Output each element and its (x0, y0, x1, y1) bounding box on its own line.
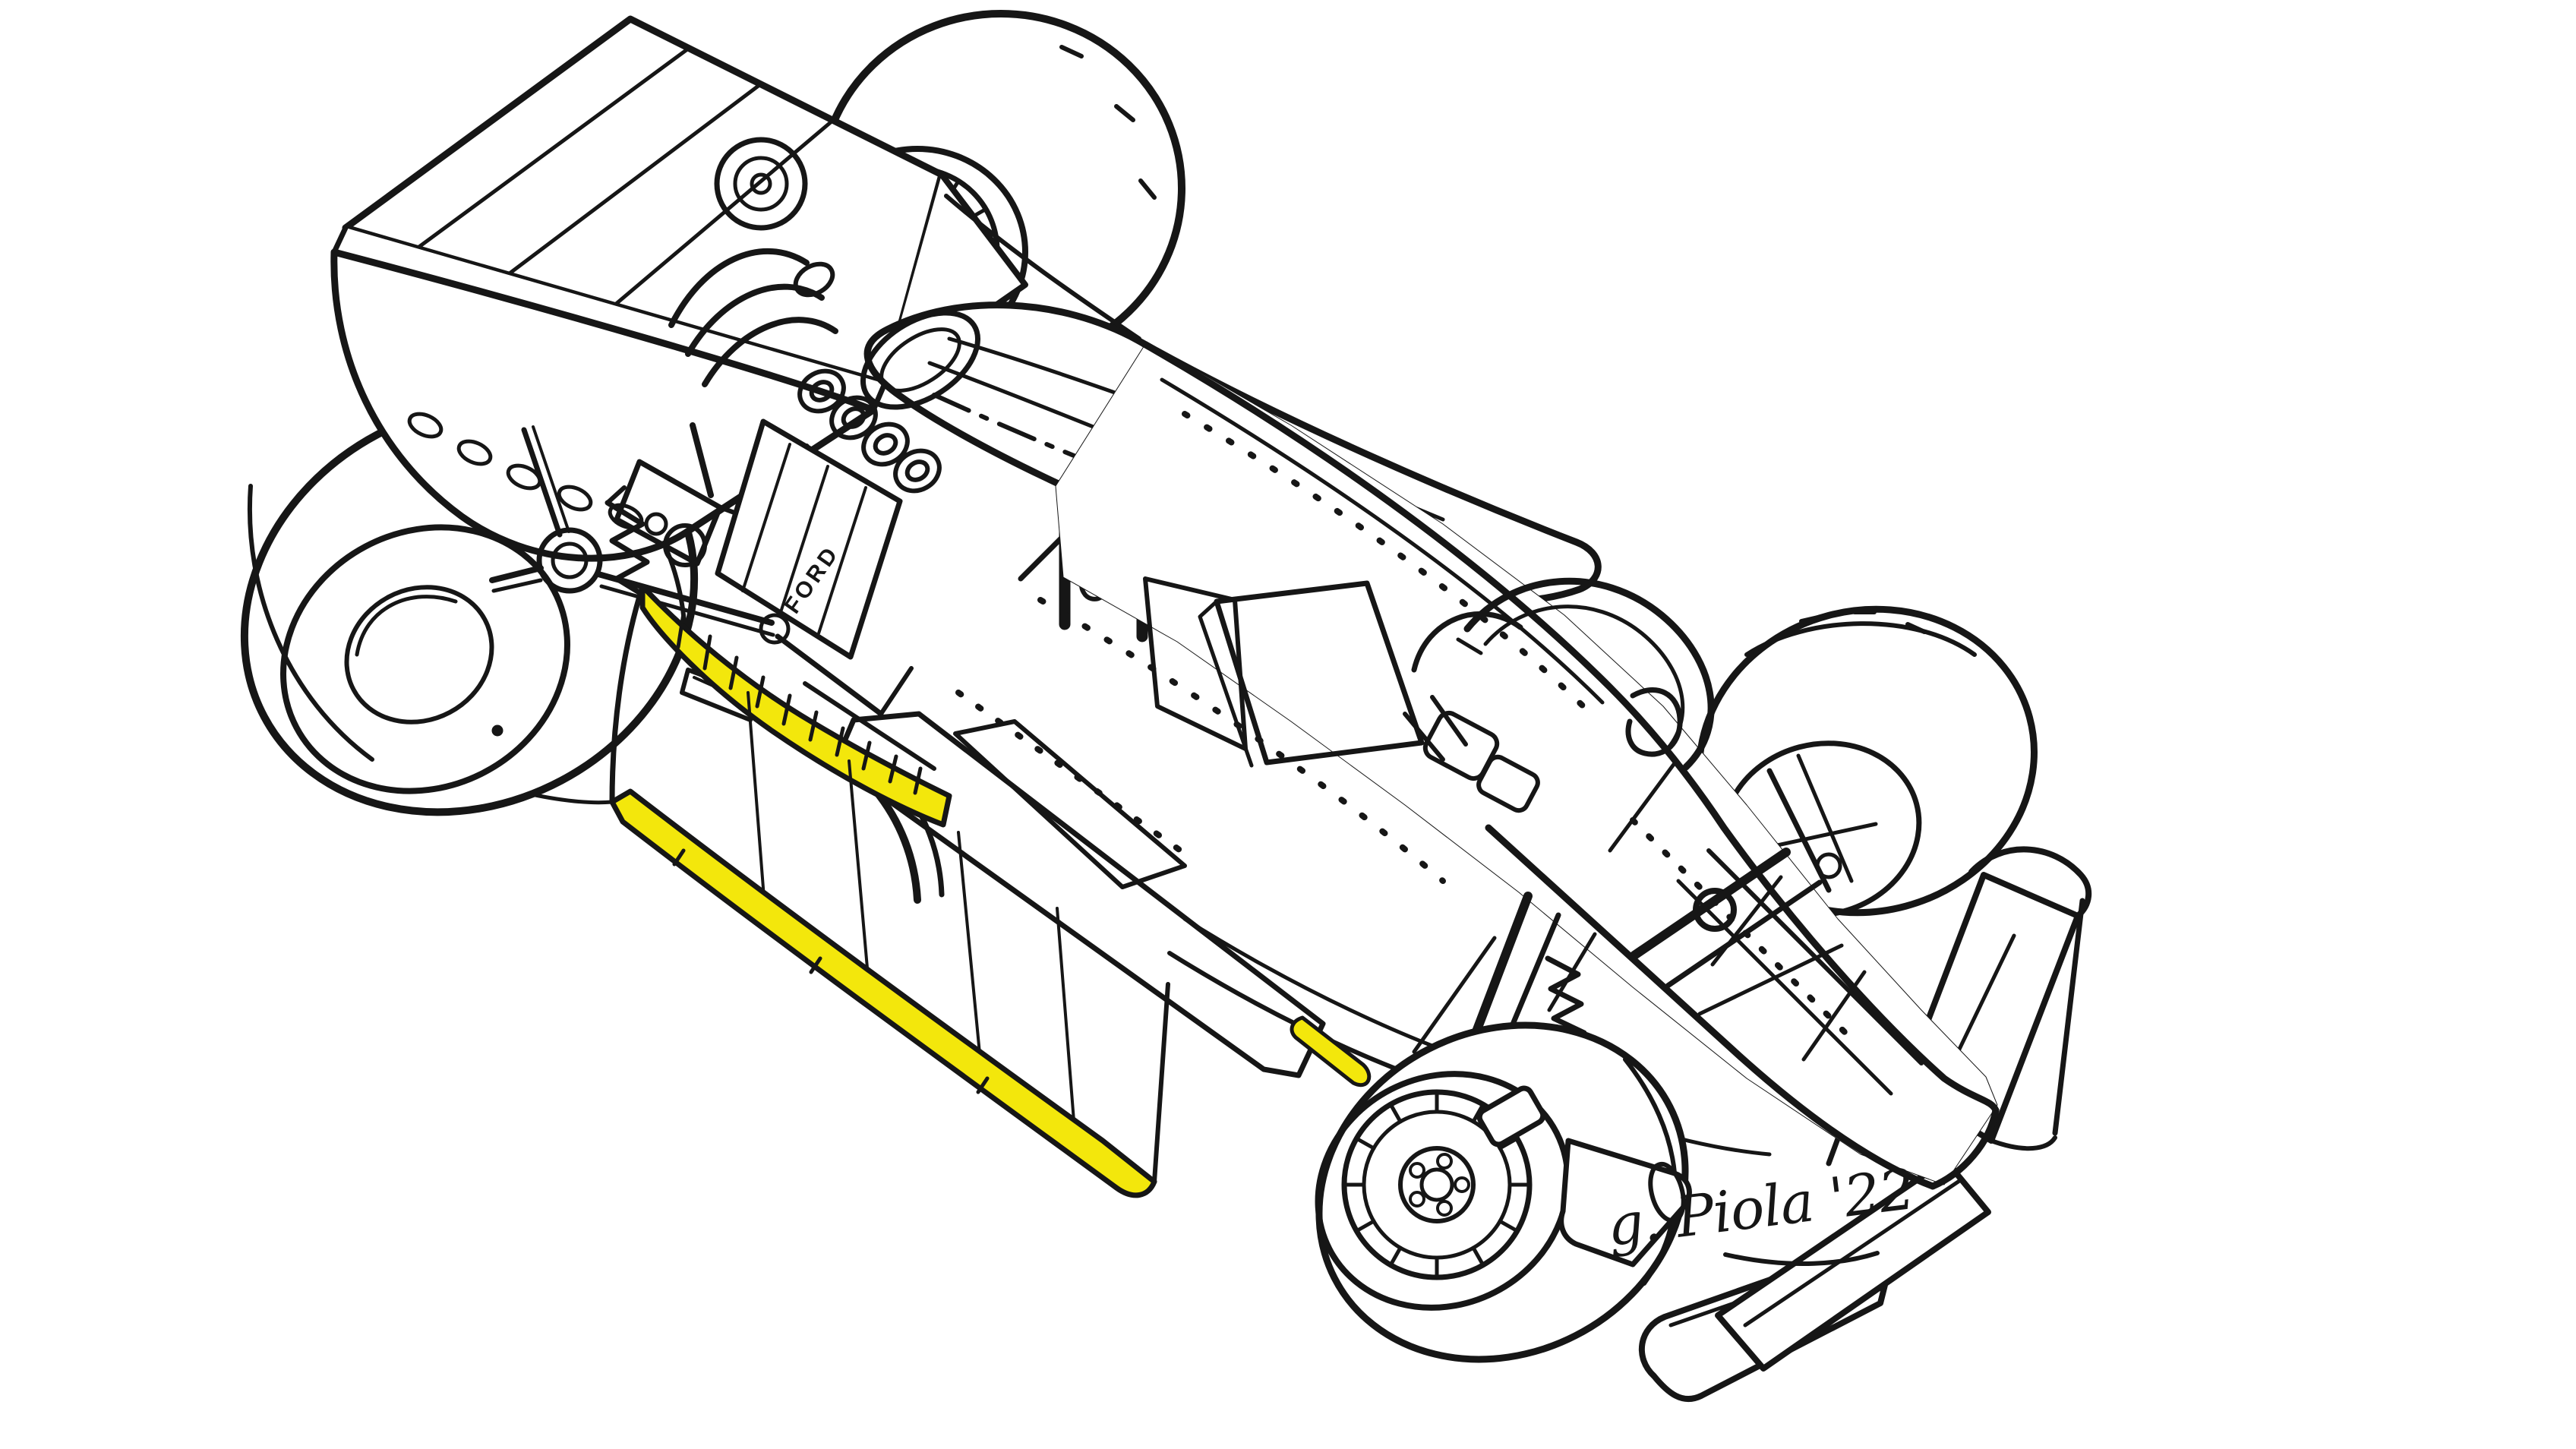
side-panel-seams (747, 691, 1075, 1122)
cockpit (1403, 577, 1715, 813)
brake-disc (1341, 1085, 1546, 1280)
rivet-row (1037, 597, 1446, 884)
tread-dashes (1799, 610, 1927, 634)
radiator-panel (1198, 580, 1425, 768)
coil-spring (1545, 955, 1587, 1036)
rocker-arm (1630, 848, 1791, 960)
side-panel-rear-edge (1152, 982, 1170, 1184)
driveshaft (595, 571, 775, 626)
brake-caliper (1476, 1085, 1546, 1148)
cockpit-coaming (1463, 577, 1715, 771)
nose-tip-underside (1485, 824, 2000, 1190)
left-front-wheel (1315, 1021, 1692, 1363)
exhaust-pipes (668, 248, 838, 387)
cockpit-interior-panel (1143, 576, 1248, 751)
rivet-row (955, 690, 1188, 857)
monocoque-and-nose (1037, 339, 2000, 1190)
body-top-edge (1139, 339, 2000, 1114)
cam-cover (715, 418, 903, 660)
right-skirt-sliver-highlight (1290, 1015, 1372, 1088)
tie-rod (1697, 943, 1844, 1016)
venturi-exit-hatched-strip (953, 719, 1187, 889)
endplate-holes (407, 412, 644, 530)
sidepod-venturi-group (529, 583, 1372, 1198)
engine-block: FORD (715, 368, 942, 660)
windscreen-rolled-edge (1625, 687, 1683, 757)
sidepod-leading-edge (609, 583, 646, 805)
venturi-upper-highlight (639, 583, 952, 828)
rear-wing-endplate (330, 248, 877, 562)
channel-strake (871, 786, 921, 904)
airbox-inlet (860, 310, 981, 410)
wing-strut (690, 422, 714, 498)
venturi-upper-ticks (676, 611, 923, 795)
tread-dashes (1059, 45, 1157, 200)
rear-suspension (489, 425, 936, 771)
seat-pad (1476, 754, 1540, 813)
brake-duct (1558, 1138, 1692, 1267)
front-wing-left-blade (1715, 1157, 1991, 1372)
front-wing-endplate-right (1968, 846, 2092, 919)
skirt-highlight (609, 788, 1157, 1198)
tie-rod (1412, 936, 1497, 1054)
harness-belt (1430, 695, 1468, 747)
intake-trumpets (797, 368, 942, 494)
signature-flourish (1723, 1251, 1880, 1266)
steering-wheel-rim (1411, 611, 1523, 673)
rivet-row (1182, 411, 1598, 721)
rear-wing (330, 15, 1028, 562)
harness-belt (1403, 712, 1445, 762)
